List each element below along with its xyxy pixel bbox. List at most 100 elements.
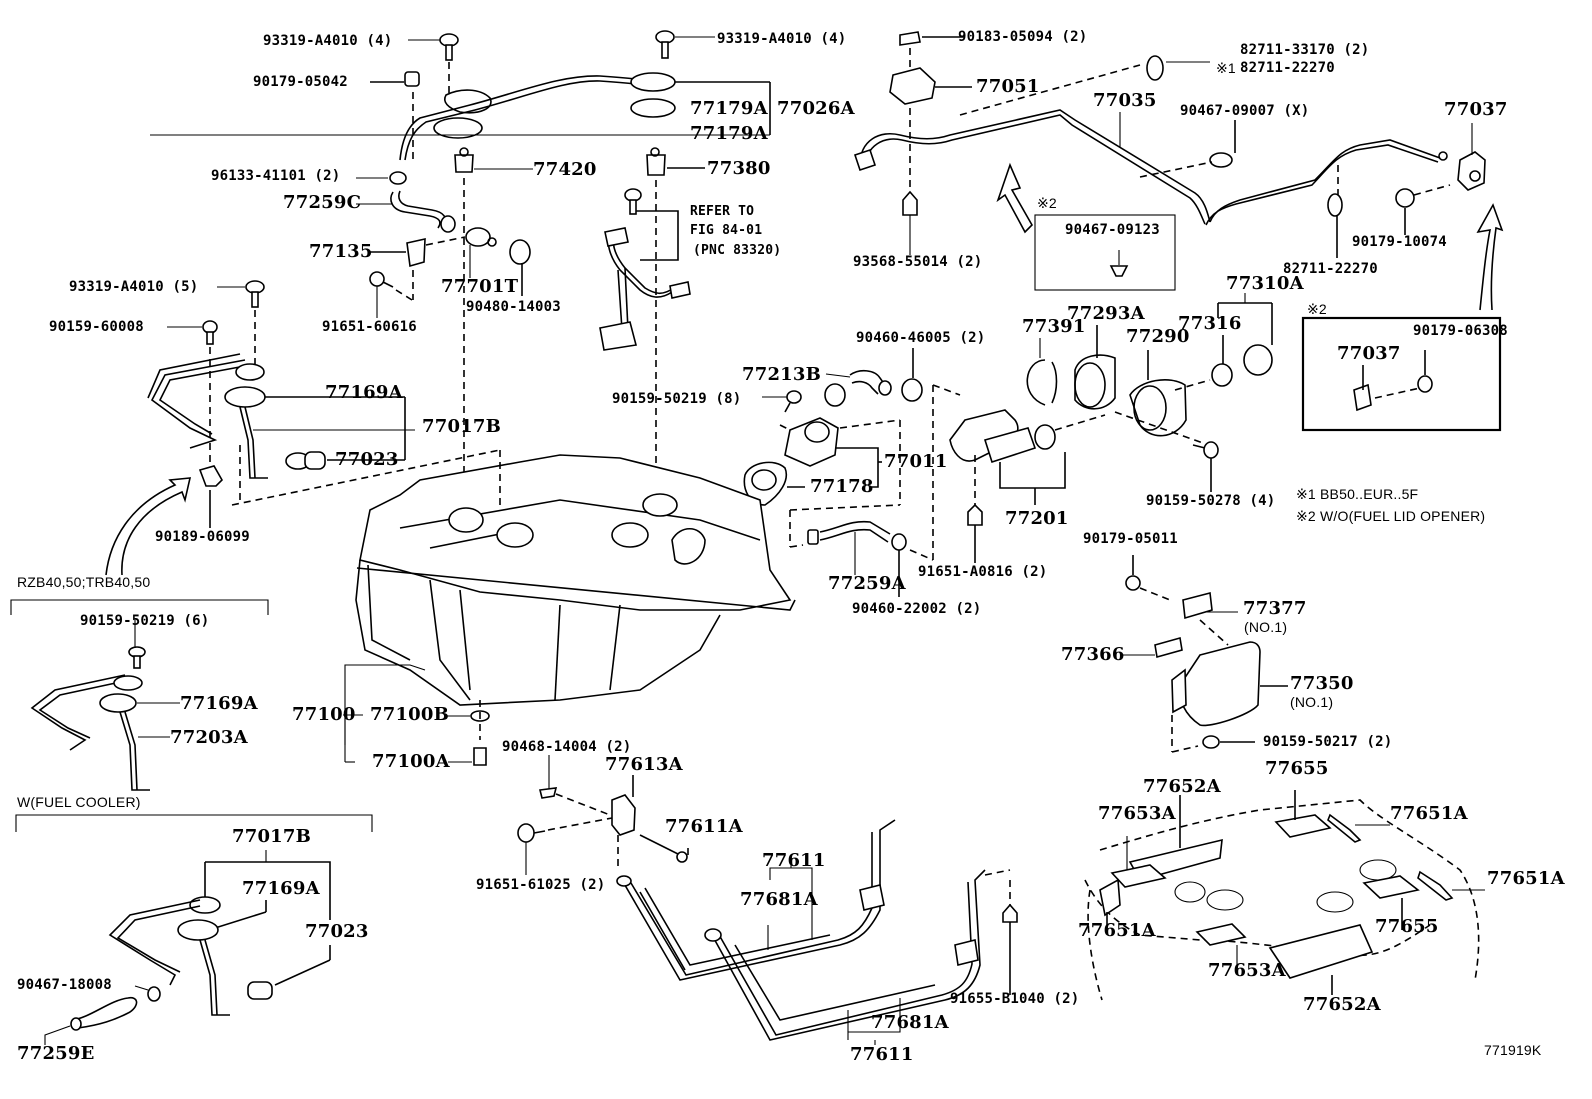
part-label-90467-18008[interactable]: 90467-18008 <box>17 977 112 993</box>
part-label-77100a[interactable]: 77100A <box>372 751 450 772</box>
part-label-77169a-top[interactable]: 77169A <box>325 382 403 403</box>
part-label-77655-top[interactable]: 77655 <box>1265 758 1329 779</box>
part-label-90159-50278[interactable]: 90159-50278 (4) <box>1146 493 1276 509</box>
part-label-96133-41101[interactable]: 96133-41101 (2) <box>211 168 341 184</box>
part-label-77259a[interactable]: 77259A <box>828 573 906 594</box>
part-label-82711-33170[interactable]: 82711-33170 (2) <box>1240 42 1370 58</box>
part-label-77169a-mid[interactable]: 77169A <box>180 693 258 714</box>
filler-neck-77011-icon <box>784 417 901 511</box>
nut-90179-05011-icon <box>1125 555 1171 601</box>
refer-to-line2[interactable]: FIG 84-01 <box>690 223 763 238</box>
part-label-77653a-bot[interactable]: 77653A <box>1208 960 1286 981</box>
bolt-91655-b1040-icon <box>984 869 1018 995</box>
part-label-77026a[interactable]: 77026A <box>777 98 855 119</box>
part-label-82711-22270-top[interactable]: 82711-22270 <box>1240 60 1335 76</box>
part-label-77100b[interactable]: 77100B <box>370 704 450 725</box>
variant-mark-x2-box2: ※2 <box>1307 301 1327 317</box>
part-label-77203a[interactable]: 77203A <box>170 727 248 748</box>
part-label-90179-10074[interactable]: 90179-10074 <box>1352 234 1447 250</box>
part-label-77652a-bot[interactable]: 77652A <box>1303 994 1381 1015</box>
part-label-90460-22002[interactable]: 90460-22002 (2) <box>852 601 982 617</box>
part-label-77611a[interactable]: 77611A <box>665 816 743 837</box>
part-label-77023-bot[interactable]: 77023 <box>305 921 369 942</box>
part-label-77613a[interactable]: 77613A <box>605 754 683 775</box>
part-label-77037-top[interactable]: 77037 <box>1444 99 1508 120</box>
part-label-90183-05094[interactable]: 90183-05094 (2) <box>958 29 1088 45</box>
part-label-90159-50219-6[interactable]: 90159-50219 (6) <box>80 613 210 629</box>
part-label-77653a-top[interactable]: 77653A <box>1098 803 1176 824</box>
part-label-77366[interactable]: 77366 <box>1061 644 1125 665</box>
part-label-91655-b1040[interactable]: 91655-B1040 (2) <box>950 991 1080 1007</box>
clamp-90460-22002-icon <box>891 533 934 597</box>
gauge-77169a-icon <box>224 363 415 479</box>
part-label-77391[interactable]: 77391 <box>1022 316 1086 337</box>
part-label-77651a-r2[interactable]: 77651A <box>1487 868 1565 889</box>
part-label-77293a[interactable]: 77293A <box>1067 303 1145 324</box>
part-label-93319-a4010-4-right[interactable]: 93319-A4010 (4) <box>717 31 847 47</box>
part-label-77259e[interactable]: 77259E <box>17 1043 95 1064</box>
part-label-77316[interactable]: 77316 <box>1178 313 1242 334</box>
fuel-lines-icon <box>147 353 246 449</box>
arrow-up-icon <box>996 162 1033 234</box>
variant-label-fuel-cooler: W(FUEL COOLER) <box>17 794 141 810</box>
filter-77023-icon <box>285 451 405 470</box>
part-label-90159-50217[interactable]: 90159-50217 (2) <box>1263 734 1393 750</box>
part-label-77259c[interactable]: 77259C <box>283 192 362 213</box>
part-label-77380[interactable]: 77380 <box>707 158 771 179</box>
part-label-93568-55014[interactable]: 93568-55014 (2) <box>853 254 983 270</box>
part-label-77651a-r1[interactable]: 77651A <box>1390 803 1468 824</box>
part-label-93319-a4010-4-left[interactable]: 93319-A4010 (4) <box>263 33 393 49</box>
part-label-77681a-bot[interactable]: 77681A <box>871 1012 949 1033</box>
part-label-77100[interactable]: 77100 <box>292 704 356 725</box>
part-label-90480-14003[interactable]: 90480-14003 <box>466 299 561 315</box>
part-label-77135[interactable]: 77135 <box>309 241 373 262</box>
part-label-77179a-2[interactable]: 77179A <box>690 123 768 144</box>
part-label-77655-bot[interactable]: 77655 <box>1375 916 1439 937</box>
part-label-77169a-bot[interactable]: 77169A <box>242 878 320 899</box>
part-label-91651-61025[interactable]: 91651-61025 (2) <box>476 877 606 893</box>
part-label-77017b-top[interactable]: 77017B <box>422 416 502 437</box>
part-label-90179-05042[interactable]: 90179-05042 <box>253 74 348 90</box>
part-label-77681a-top[interactable]: 77681A <box>740 889 818 910</box>
part-label-77011[interactable]: 77011 <box>884 451 948 472</box>
part-label-77611-bot[interactable]: 77611 <box>850 1044 914 1065</box>
part-label-77035[interactable]: 77035 <box>1093 90 1157 111</box>
part-label-90189-06099[interactable]: 90189-06099 <box>155 529 250 545</box>
part-label-77051[interactable]: 77051 <box>976 76 1040 97</box>
hinge-77377-icon <box>1182 591 1238 646</box>
hose-77259a-icon <box>789 510 891 575</box>
part-label-77290[interactable]: 77290 <box>1126 326 1190 347</box>
part-label-77651a-l[interactable]: 77651A <box>1078 920 1156 941</box>
part-label-77701t[interactable]: 77701T <box>441 276 519 297</box>
part-label-90159-60008[interactable]: 90159-60008 <box>49 319 144 335</box>
part-label-77350[interactable]: 77350 <box>1290 673 1354 694</box>
part-label-93319-a4010-5[interactable]: 93319-A4010 (5) <box>69 279 199 295</box>
clip-90467-09123-icon <box>1109 250 1129 277</box>
part-label-90159-50219-8[interactable]: 90159-50219 (8) <box>612 391 742 407</box>
part-label-77023-top[interactable]: 77023 <box>335 449 399 470</box>
part-label-77179a-1[interactable]: 77179A <box>690 98 768 119</box>
part-label-77310a[interactable]: 77310A <box>1226 273 1304 294</box>
part-label-77213b[interactable]: 77213B <box>742 364 822 385</box>
part-label-77652a-top[interactable]: 77652A <box>1143 776 1221 797</box>
part-label-77037-box[interactable]: 77037 <box>1337 343 1401 364</box>
part-label-90179-05011[interactable]: 90179-05011 <box>1083 531 1178 547</box>
part-label-90460-46005[interactable]: 90460-46005 (2) <box>856 330 986 346</box>
part-label-90179-06308[interactable]: 90179-06308 <box>1413 323 1508 339</box>
part-label-77611-top[interactable]: 77611 <box>762 850 826 871</box>
part-label-77178[interactable]: 77178 <box>810 476 874 497</box>
part-label-77201[interactable]: 77201 <box>1005 508 1069 529</box>
gasket-77316-icon <box>1174 335 1233 391</box>
part-label-82711-22270-bot[interactable]: 82711-22270 <box>1283 261 1378 277</box>
part-label-91651-a0816[interactable]: 91651-A0816 (2) <box>918 564 1048 580</box>
part-label-91651-60616[interactable]: 91651-60616 <box>322 319 417 335</box>
part-label-77377[interactable]: 77377 <box>1243 598 1307 619</box>
part-label-90467-09123[interactable]: 90467-09123 <box>1065 222 1160 238</box>
part-label-77017b-bot[interactable]: 77017B <box>232 826 312 847</box>
part-label-90467-09007[interactable]: 90467-09007 (X) <box>1180 103 1310 119</box>
bolt-93319-right-icon <box>655 30 715 59</box>
part-label-90468-14004[interactable]: 90468-14004 (2) <box>502 739 632 755</box>
insulator-77651a-l-icon <box>1099 878 1121 925</box>
refer-to-line3[interactable]: (PNC 83320) <box>693 243 782 258</box>
part-label-77420[interactable]: 77420 <box>533 159 597 180</box>
